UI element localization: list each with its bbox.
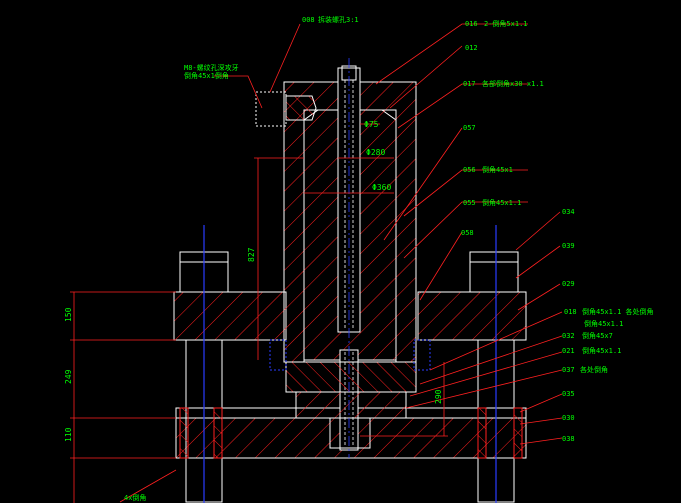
callout-037: 037 xyxy=(562,366,575,374)
callout-018-note2: 倒角45x1.1 xyxy=(584,319,623,328)
callout-021-note: 倒角45x1.1 xyxy=(582,346,621,355)
dim-d75: Φ75 xyxy=(364,120,379,129)
bottom-note: 4x倒角 xyxy=(124,493,146,502)
callout-016-note: 2-倒角5x1.1 xyxy=(484,19,528,28)
callout-008-note: 拆装螺孔3:1 xyxy=(318,15,359,24)
callout-029: 029 xyxy=(562,280,575,288)
callout-057: 057 xyxy=(463,124,476,132)
dim-290: 290 xyxy=(434,389,443,404)
centerlines xyxy=(203,58,497,503)
callout-055-note: 倒角45x1.1 xyxy=(482,198,521,207)
dim-249: 249 xyxy=(64,369,73,384)
callout-035: 035 xyxy=(562,390,575,398)
callout-056: 056 xyxy=(463,166,476,174)
dim-d280: Φ280 xyxy=(366,148,385,157)
callout-018-note1: 倒角45x1.1 各处倒角 xyxy=(582,307,654,316)
left-note-1: M8-螺纹孔深攻牙 xyxy=(184,63,239,72)
callout-032-note: 倒角45x7 xyxy=(582,331,613,340)
callout-030: 030 xyxy=(562,414,575,422)
callout-016: 016 xyxy=(465,20,478,28)
dim-827: 827 xyxy=(247,247,256,262)
dimension-lines xyxy=(70,123,448,503)
callout-008: 008 xyxy=(302,16,315,24)
callout-039: 039 xyxy=(562,242,575,250)
callout-032: 032 xyxy=(562,332,575,340)
callout-021: 021 xyxy=(562,347,575,355)
dim-d360: Φ360 xyxy=(372,183,391,192)
callout-labels: 008 拆装螺孔3:1 M8-螺纹孔深攻牙 倒角45x1倒角 016 2-倒角5… xyxy=(124,15,654,502)
left-flange xyxy=(173,251,287,503)
callout-058: 058 xyxy=(461,229,474,237)
callout-056-note: 倒角45x1 xyxy=(482,165,513,174)
left-note-2: 倒角45x1倒角 xyxy=(184,71,229,80)
callout-038: 038 xyxy=(562,435,575,443)
callout-012: 012 xyxy=(465,44,478,52)
lower-bearing-block xyxy=(269,339,431,449)
callout-017-note: 各部倒角x30 x1.1 xyxy=(482,79,544,88)
callout-055: 055 xyxy=(463,199,476,207)
right-flange xyxy=(417,251,527,503)
dimension-texts: Φ75 Φ280 Φ360 827 150 249 110 290 xyxy=(64,120,443,442)
leader-lines xyxy=(119,23,563,503)
callout-037-note: 各处倒角 xyxy=(580,365,608,374)
callout-018: 018 xyxy=(564,308,577,316)
dim-150: 150 xyxy=(64,307,73,322)
callout-034: 034 xyxy=(562,208,575,216)
callout-017: 017 xyxy=(463,80,476,88)
dim-110: 110 xyxy=(64,427,73,442)
